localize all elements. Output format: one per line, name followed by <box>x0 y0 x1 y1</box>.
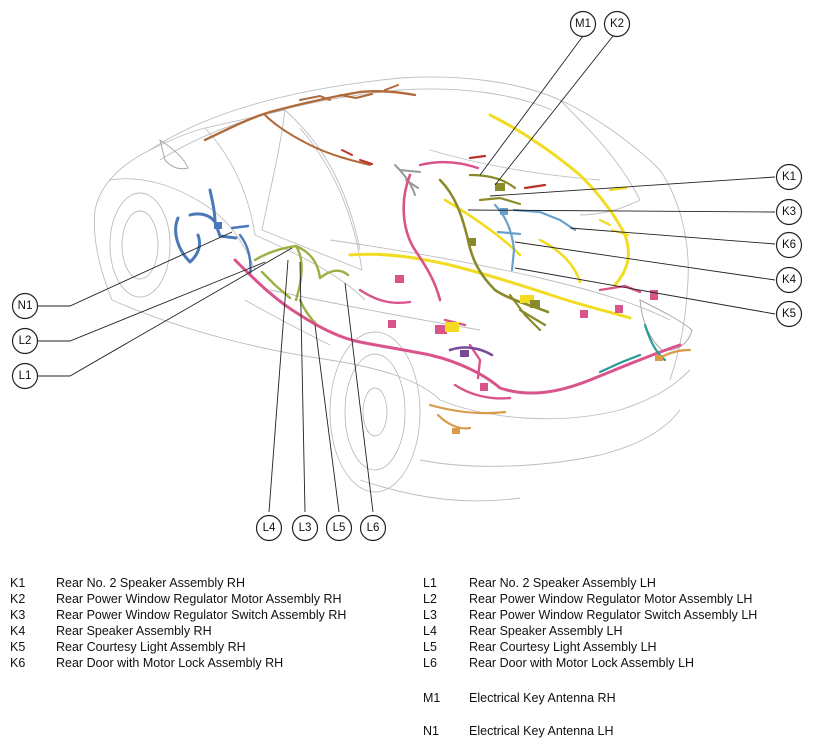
legend-code: N1 <box>423 724 439 738</box>
callout-L5: L5 <box>325 514 353 542</box>
legend-item-L1: L1 Rear No. 2 Speaker Assembly LH <box>423 575 656 591</box>
front-door-harness-blue <box>174 188 238 264</box>
callout-K1: K1 <box>775 163 803 191</box>
callout-L6: L6 <box>359 514 387 542</box>
callout-M1: M1 <box>569 10 597 38</box>
rear-door-harness-rh-lightblue <box>493 203 577 272</box>
svg-text:K3: K3 <box>782 206 796 218</box>
wiring-harness-diagram: M1 K2 K1 K3 K6 K4 K5 N1 L2 L1 L4 L3 <box>11 10 803 542</box>
legend-item-K5: K5 Rear Courtesy Light Assembly RH <box>10 639 246 655</box>
legend-code: K1 <box>10 576 26 590</box>
callout-K4: K4 <box>775 266 803 294</box>
svg-text:K4: K4 <box>782 274 797 286</box>
svg-text:M1: M1 <box>575 18 591 30</box>
car-body-outline <box>93 76 693 502</box>
legend-label: Rear Courtesy Light Assembly RH <box>56 640 246 654</box>
legend-label: Rear No. 2 Speaker Assembly LH <box>469 576 656 590</box>
legend-item-L5: L5 Rear Courtesy Light Assembly LH <box>423 639 657 655</box>
legend-item-K1: K1 Rear No. 2 Speaker Assembly RH <box>10 575 245 591</box>
svg-text:L4: L4 <box>263 522 276 534</box>
legend-label: Rear Speaker Assembly LH <box>469 624 623 638</box>
legend-label: Rear Door with Motor Lock Assembly RH <box>56 656 284 670</box>
floor-harness-pink <box>233 258 682 395</box>
svg-text:K6: K6 <box>782 239 796 251</box>
legend-label: Rear Door with Motor Lock Assembly LH <box>469 656 695 670</box>
legend-item-L4: L4 Rear Speaker Assembly LH <box>423 623 623 639</box>
legend-code: K6 <box>10 656 26 670</box>
legend-code: K5 <box>10 640 26 654</box>
legend-code: L4 <box>423 624 437 638</box>
legend-code: L1 <box>423 576 437 590</box>
legend-code: L3 <box>423 608 437 622</box>
svg-text:L2: L2 <box>19 335 32 347</box>
legend-label: Rear Power Window Regulator Motor Assemb… <box>56 592 342 606</box>
svg-text:K2: K2 <box>610 18 624 30</box>
svg-text:K5: K5 <box>782 308 796 320</box>
legend-item-K2: K2 Rear Power Window Regulator Motor Asse… <box>10 591 342 607</box>
svg-text:L3: L3 <box>299 522 312 534</box>
legend-code: L5 <box>423 640 437 654</box>
legend-item-L3: L3 Rear Power Window Regulator Switch Ass… <box>423 607 757 623</box>
svg-text:L1: L1 <box>19 370 32 382</box>
harness-teal <box>598 323 667 374</box>
svg-text:N1: N1 <box>18 300 33 312</box>
legend-item-L6: L6 Rear Door with Motor Lock Assembly LH <box>423 655 694 671</box>
leader-lines <box>38 35 776 513</box>
callout-K6: K6 <box>775 231 803 259</box>
legend-code: L6 <box>423 656 437 670</box>
trunk-harness-olive <box>438 178 550 314</box>
wiring-harnesses <box>174 84 692 434</box>
legend-item-K3: K3 Rear Power Window Regulator Switch Ass… <box>10 607 346 623</box>
legend-code: K2 <box>10 592 26 606</box>
legend-code: M1 <box>423 691 441 705</box>
legend-label: Rear Power Window Regulator Switch Assem… <box>469 608 758 622</box>
harness-purple <box>448 346 494 357</box>
svg-text:L5: L5 <box>333 522 346 534</box>
legend-item-N1: N1 Electrical Key Antenna LH <box>423 723 614 739</box>
main-harness-yellow <box>348 252 632 320</box>
roof-harness-brown <box>203 90 417 142</box>
rear-door-harness-lh-green <box>253 244 350 328</box>
legend-label: Rear Power Window Regulator Switch Assem… <box>56 608 347 622</box>
legend-code: K4 <box>10 624 26 638</box>
callout-K5: K5 <box>775 300 803 328</box>
callout-L4: L4 <box>255 514 283 542</box>
callout-L3: L3 <box>291 514 319 542</box>
legend-label: Rear Power Window Regulator Motor Assemb… <box>469 592 753 606</box>
callout-K3: K3 <box>775 198 803 226</box>
legend-label: Rear Courtesy Light Assembly LH <box>469 640 657 654</box>
callout-L1: L1 <box>11 362 39 390</box>
legend-item-K6: K6 Rear Door with Motor Lock Assembly RH <box>10 655 283 671</box>
legend-code: L2 <box>423 592 437 606</box>
callout-N1: N1 <box>11 292 39 320</box>
callout-K2: K2 <box>603 10 631 38</box>
legend-item-K4: K4 Rear Speaker Assembly RH <box>10 623 212 639</box>
legend-label: Rear Speaker Assembly RH <box>56 624 212 638</box>
legend-code: K3 <box>10 608 26 622</box>
legend-label: Electrical Key Antenna LH <box>469 724 614 738</box>
svg-text:K1: K1 <box>782 171 796 183</box>
legend-label: Electrical Key Antenna RH <box>469 691 616 705</box>
legend-item-M1: M1 Electrical Key Antenna RH <box>423 690 616 706</box>
legend-label: Rear No. 2 Speaker Assembly RH <box>56 576 245 590</box>
svg-text:L6: L6 <box>367 522 380 534</box>
callout-L2: L2 <box>11 327 39 355</box>
legend-item-L2: L2 Rear Power Window Regulator Motor Asse… <box>423 591 752 607</box>
